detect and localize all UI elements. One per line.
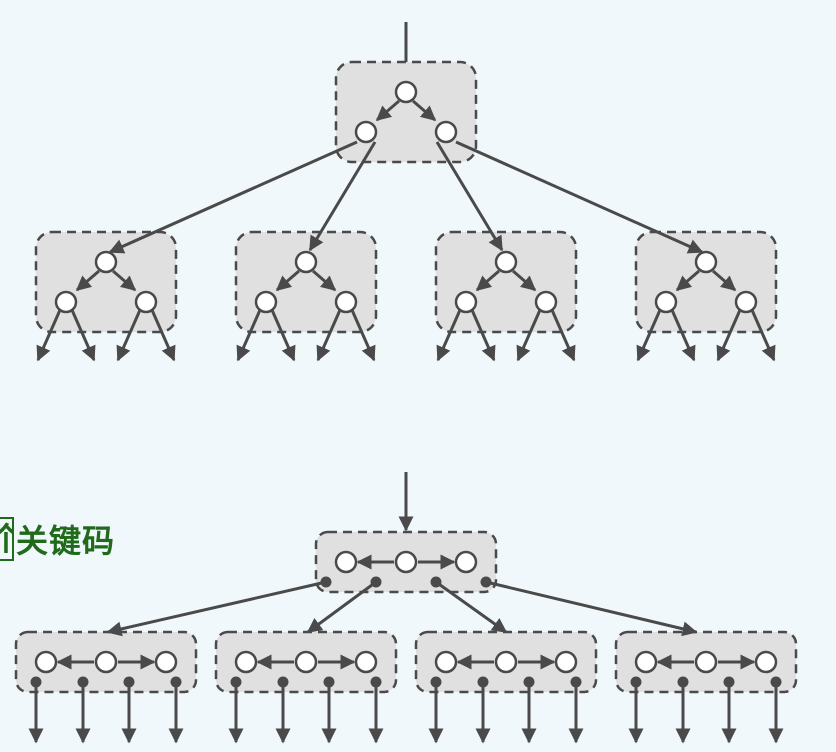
- edge: [316, 309, 342, 362]
- edge: [106, 580, 327, 637]
- edge: [750, 309, 776, 362]
- edge: [435, 141, 504, 252]
- tree-node: [334, 290, 358, 314]
- key-node: [434, 650, 458, 674]
- edge: [75, 269, 100, 292]
- key-node: [494, 650, 518, 674]
- edge: [375, 99, 400, 122]
- edge: [550, 309, 576, 362]
- binary-grouped-tree: [34, 22, 778, 362]
- edge: [270, 309, 296, 362]
- edge: [150, 309, 176, 362]
- tree-node: [294, 250, 318, 274]
- multiway-tree: [14, 472, 798, 744]
- keys-label: 个 关键码: [0, 516, 115, 562]
- pointer-dot: [77, 676, 89, 688]
- edge: [70, 309, 96, 362]
- tree-node: [434, 120, 458, 144]
- pointer-dot: [370, 676, 382, 688]
- edge: [306, 580, 377, 634]
- edge: [116, 309, 142, 362]
- key-node: [754, 650, 778, 674]
- tree-node: [694, 250, 718, 274]
- pointer-dot: [477, 676, 489, 688]
- key-node: [634, 650, 658, 674]
- edge: [670, 309, 696, 362]
- edge: [435, 580, 508, 634]
- edge: [712, 269, 737, 292]
- pointer-dot: [770, 676, 782, 688]
- pointer-dot: [677, 676, 689, 688]
- key-node: [394, 550, 418, 574]
- tree-node: [734, 290, 758, 314]
- tree-node: [134, 290, 158, 314]
- edge: [675, 269, 700, 292]
- pointer-dot: [320, 576, 332, 588]
- edge: [308, 141, 377, 252]
- tree-node: [54, 290, 78, 314]
- edge: [455, 140, 704, 254]
- key-node: [94, 650, 118, 674]
- pointer-dot: [277, 676, 289, 688]
- pointer-dot: [630, 676, 642, 688]
- edge: [312, 269, 337, 292]
- key-node: [354, 650, 378, 674]
- tree-node: [354, 120, 378, 144]
- edge: [470, 309, 496, 362]
- key-node: [154, 650, 178, 674]
- pointer-dot: [170, 676, 182, 688]
- tree-node: [94, 250, 118, 274]
- key-node: [554, 650, 578, 674]
- edge: [108, 140, 358, 254]
- edge: [412, 99, 437, 122]
- pointer-dot: [123, 676, 135, 688]
- edge: [716, 309, 742, 362]
- pointer-dot: [430, 576, 442, 588]
- pointer-dot: [370, 576, 382, 588]
- edge: [112, 269, 137, 292]
- pointer-dot: [323, 676, 335, 688]
- edge: [512, 269, 537, 292]
- tree-node: [654, 290, 678, 314]
- edge: [275, 269, 300, 292]
- pointer-dot: [30, 676, 42, 688]
- key-node: [234, 650, 258, 674]
- edge: [36, 309, 62, 362]
- edge: [236, 309, 262, 362]
- key-node: [694, 650, 718, 674]
- pointer-dot: [230, 676, 242, 688]
- key-node: [454, 550, 478, 574]
- boxed-char: 个: [0, 517, 14, 561]
- pointer-dot: [430, 676, 442, 688]
- edge: [475, 269, 500, 292]
- tree-node: [494, 250, 518, 274]
- edge: [516, 309, 542, 362]
- key-node: [334, 550, 358, 574]
- pointer-dot: [723, 676, 735, 688]
- tree-node: [394, 80, 418, 104]
- pointer-dot: [570, 676, 582, 688]
- tree-node: [534, 290, 558, 314]
- key-node: [294, 650, 318, 674]
- tree-node: [454, 290, 478, 314]
- key-node: [34, 650, 58, 674]
- edge: [636, 309, 662, 362]
- tree-node: [254, 290, 278, 314]
- pointer-dot: [480, 576, 492, 588]
- edge: [436, 309, 462, 362]
- pointer-dot: [523, 676, 535, 688]
- edge: [485, 580, 698, 637]
- root-group-box: [334, 60, 478, 164]
- label-text: 关键码: [16, 522, 116, 560]
- edge: [350, 309, 376, 362]
